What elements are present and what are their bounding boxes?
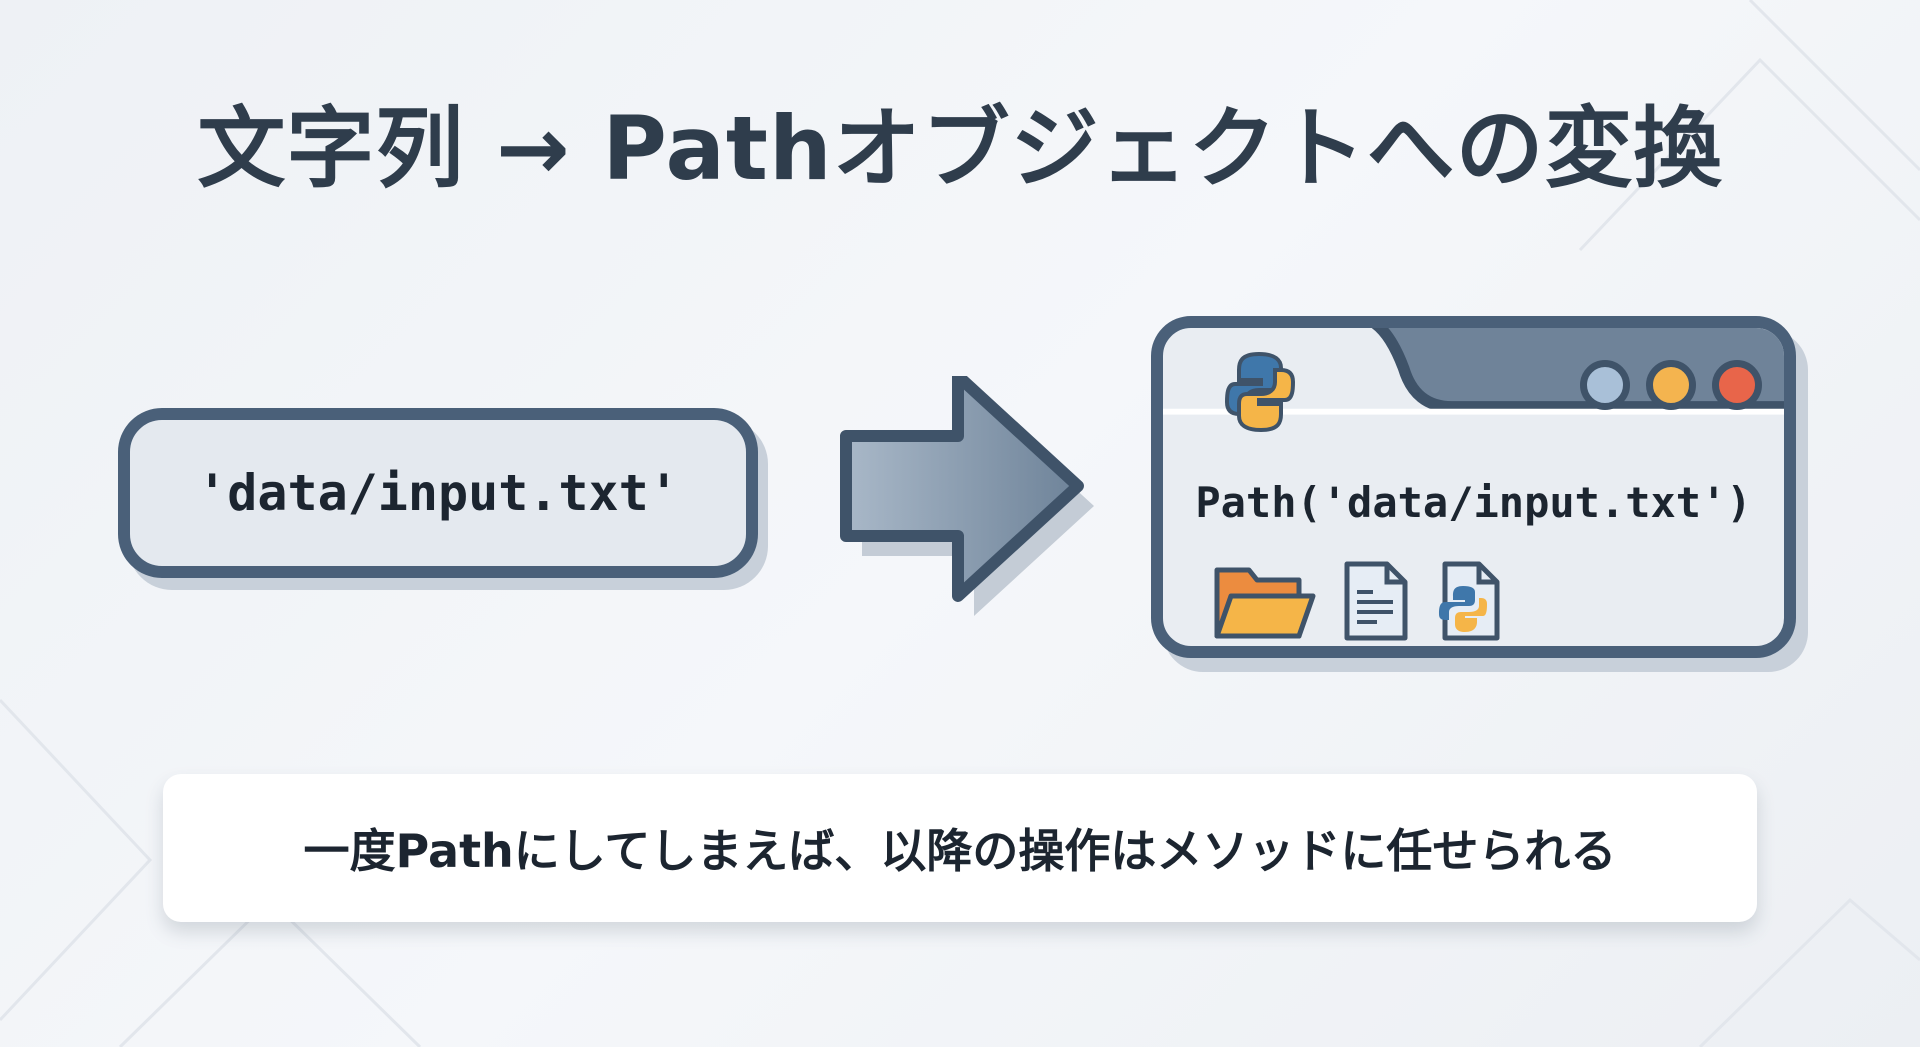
folder-icon [1214, 567, 1316, 639]
window-controls [1580, 360, 1762, 410]
path-object-window: Path('data/input.txt') [1151, 316, 1796, 658]
caption-text: 一度Pathにしてしまえば、以降の操作はメソッドに任せられる [303, 824, 1617, 878]
document-icon [1344, 561, 1408, 641]
path-object-text: Path('data/input.txt') [1195, 478, 1752, 527]
source-string: 'data/input.txt' [197, 464, 679, 522]
python-file-icon [1439, 561, 1500, 641]
right-arrow-icon [840, 376, 1094, 616]
window-light-red[interactable] [1712, 360, 1762, 410]
window-light-blue[interactable] [1580, 360, 1630, 410]
caption-card: 一度Pathにしてしまえば、以降の操作はメソッドに任せられる [163, 774, 1757, 922]
python-logo-icon [1225, 351, 1295, 433]
page-title: 文字列 → Pathオブジェクトへの変換 [197, 97, 1723, 200]
string-box: 'data/input.txt' [118, 408, 758, 578]
window-light-yellow[interactable] [1646, 360, 1696, 410]
